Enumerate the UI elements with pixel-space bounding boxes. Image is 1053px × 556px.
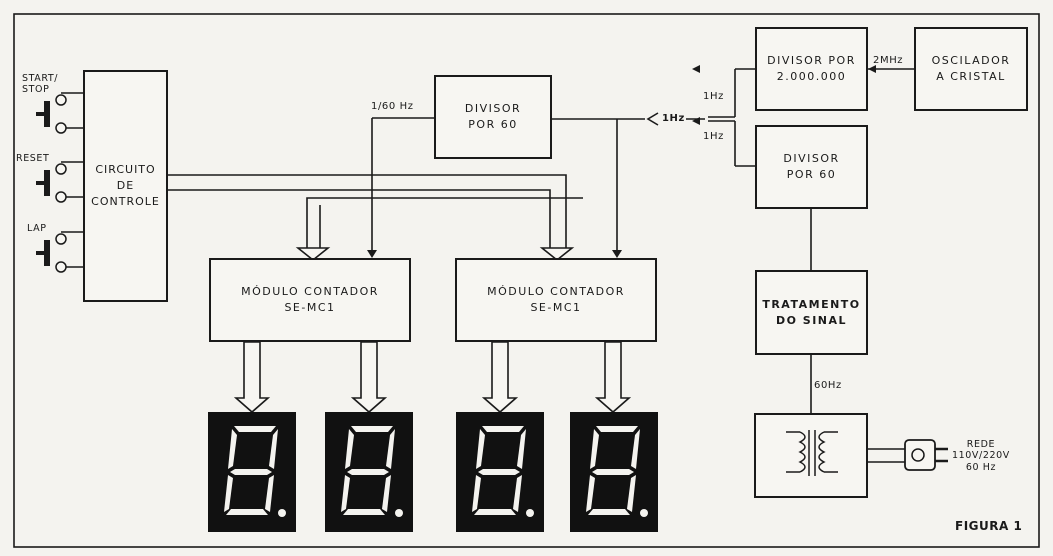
bus-arrow-counter1: [295, 247, 331, 262]
bus-arrow-display-3: [481, 341, 519, 414]
counter2-line2: SE-MC1: [530, 301, 582, 314]
figure-frame: [13, 13, 1040, 548]
control-line3: CONTROLE: [91, 194, 160, 208]
counter-module-1-block: MÓDULO CONTADOR SE-MC1: [209, 258, 411, 342]
start-stop-label: START/ STOP: [22, 73, 59, 95]
oscillator-line1: OSCILADOR: [931, 54, 1011, 68]
divisor-60-top-block: DIVISOR POR 60: [434, 75, 552, 159]
signal-treatment-block: TRATAMENTO DO SINAL: [755, 270, 868, 355]
transformer: [754, 413, 868, 498]
reset-label: RESET: [16, 153, 50, 164]
treatment-line2: DO SINAL: [775, 313, 848, 327]
bus-arrow-display-4: [594, 341, 632, 414]
seven-segment-display-4: [570, 412, 658, 532]
arrowhead-1hz-counter2: [612, 250, 622, 258]
arrowhead-1hz-upper: [692, 65, 700, 73]
figure-caption: FIGURA 1: [955, 519, 1023, 533]
freq-1hz-lower-label: 1Hz: [703, 131, 724, 142]
bus-arrow-display-1: [233, 341, 271, 414]
divisor-2m-line1: DIVISOR POR: [767, 54, 856, 68]
power-plug-icon: [904, 439, 948, 471]
seven-segment-display-1: [208, 412, 296, 532]
control-circuit-block: CIRCUITO DE CONTROLE: [83, 70, 168, 302]
arrowhead-2mhz: [868, 65, 876, 73]
divisor-2m-block: DIVISOR POR 2.000.000: [755, 27, 868, 111]
seven-segment-display-3: [456, 412, 544, 532]
counter1-line1: MÓDULO CONTADOR: [241, 285, 379, 299]
control-line2: DE: [116, 179, 135, 193]
freq-60hz-label: 60Hz: [814, 380, 842, 391]
switch-reset[interactable]: [36, 163, 67, 203]
crystal-oscillator-block: OSCILADOR A CRISTAL: [914, 27, 1028, 111]
switch-start-stop[interactable]: [36, 94, 67, 134]
oscillator-line2: A CRISTAL: [936, 70, 1006, 83]
arrowhead-1-60hz: [367, 250, 377, 258]
lap-label: LAP: [27, 223, 47, 234]
counter-module-2-block: MÓDULO CONTADOR SE-MC1: [455, 258, 657, 342]
divisor-60-top-line2: POR 60: [468, 118, 518, 131]
divisor-2m-line2: 2.000.000: [776, 70, 847, 83]
counter2-line1: MÓDULO CONTADOR: [487, 285, 625, 299]
bus-arrow-display-2: [350, 341, 388, 414]
freq-1hz-main-label: 1Hz: [662, 113, 685, 124]
freq-1hz-upper-label: 1Hz: [703, 91, 724, 102]
seven-segment-display-2: [325, 412, 413, 532]
freq-2mhz-label: 2MHz: [873, 55, 904, 66]
freq-1-60hz-label: 1/60 Hz: [371, 101, 414, 112]
divisor-60-right-line1: DIVISOR: [783, 152, 840, 166]
divisor-60-top-line1: DIVISOR: [464, 102, 522, 116]
control-line1: CIRCUITO: [95, 163, 156, 177]
treatment-line1: TRATAMENTO: [762, 297, 861, 311]
bus-arrow-counter2: [539, 247, 575, 262]
divisor-60-right-line2: POR 60: [786, 168, 837, 181]
divisor-60-right-block: DIVISOR POR 60: [755, 125, 868, 209]
power-source-label: REDE 110V/220V 60 Hz: [952, 439, 1010, 473]
arrowhead-1hz-lower: [692, 117, 700, 125]
counter1-line2: SE-MC1: [284, 301, 336, 314]
switch-lap[interactable]: [36, 233, 67, 273]
